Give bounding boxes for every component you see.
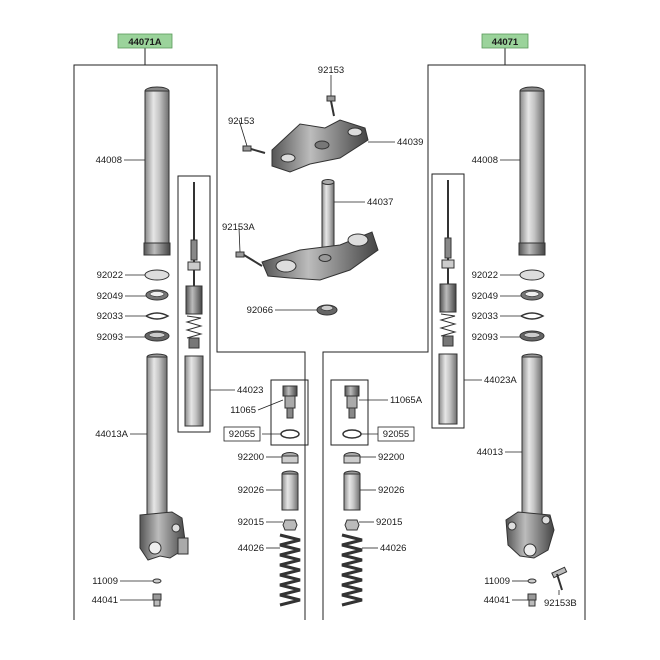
seal-92049-right [520,289,544,301]
inner-tube-left [146,353,168,518]
bolt-92153a [235,251,263,267]
left-spring-stack [279,385,301,607]
right-fork-parts [438,86,568,607]
label-92049-right: 92049 [472,291,498,302]
ring-92093-left [144,330,170,342]
clip-92033-right [520,312,545,320]
seal-92022-right [519,269,545,281]
header-right: 44071 [481,33,529,49]
leader-lines [120,75,560,601]
label-92055-right: 92055 [383,429,409,440]
label-92153a: 92153A [222,222,255,233]
washer-11009-right [527,578,537,584]
washer-11009-left [152,578,162,584]
seal-92022-left [144,269,170,281]
label-92015-right: 92015 [376,517,402,528]
bolt-92153b [551,566,568,591]
label-92093-right: 92093 [472,332,498,343]
label-92066: 92066 [247,305,273,316]
spring-44026-right [341,533,363,607]
center-steering-parts [235,95,379,316]
outer-tube-right [518,86,546,256]
label-92033-left: 92033 [97,311,123,322]
seal-92049-left [145,289,169,301]
label-92153b: 92153B [544,598,577,609]
label-92015-left: 92015 [238,517,264,528]
label-92200-left: 92200 [238,452,264,463]
left-fork-parts [139,86,204,607]
label-92200-right: 92200 [378,452,404,463]
spring-44026-left [279,533,301,607]
label-92022-right: 92022 [472,270,498,281]
label-92153-mid: 92153 [228,116,254,127]
label-44026-left: 44026 [238,543,264,554]
label-44039: 44039 [397,137,423,148]
label-11065a-right: 11065A [390,395,423,406]
label-44041-left: 44041 [92,595,118,606]
label-92033-right: 92033 [472,311,498,322]
clip-92033-left [145,312,170,320]
label-92049-left: 92049 [97,291,123,302]
label-44026-right: 44026 [380,543,406,554]
header-right-text: 44071 [492,37,519,48]
label-44023-left: 44023 [237,385,263,396]
cap-11065a-right [344,385,360,419]
seal-92066 [316,304,338,316]
bolt-92153-mid [242,145,266,154]
label-92026-left: 92026 [238,485,264,496]
lower-bracket-44037 [261,179,379,281]
right-spring-stack [341,385,363,607]
collar-92200-left [281,452,299,464]
label-92093-left: 92093 [97,332,123,343]
outer-tube-left [143,86,171,256]
label-92055-left: 92055 [229,429,255,440]
oring-92055-left [280,429,300,439]
header-left: 44071A [117,33,173,49]
cap-11065-left [282,385,298,419]
axle-bracket-left [139,511,189,561]
label-44013a-left: 44013A [95,429,128,440]
drain-44041-left [152,593,162,607]
label-11009-right: 11009 [484,576,510,587]
collar-92200-right [343,452,361,464]
bolt-92153-top [326,95,336,117]
label-44013-right: 44013 [477,447,503,458]
spacer-92026-right [343,470,361,511]
axle-bracket-right [505,511,555,559]
label-92153-top: 92153 [318,65,344,76]
label-44041-right: 44041 [484,595,510,606]
part-labels: 44008 92022 92049 92033 92093 44013A 110… [92,65,577,609]
label-11009-left: 11009 [92,576,118,587]
damper-rod-right [438,180,458,425]
label-44037: 44037 [367,197,393,208]
spacer-92026-left [281,470,299,511]
header-left-text: 44071A [128,37,161,48]
drain-44041-right [527,593,537,607]
ring-92093-right [519,330,545,342]
label-92022-left: 92022 [97,270,123,281]
label-44008-left: 44008 [96,155,122,166]
damper-rod-left [184,182,204,427]
inner-tube-right [521,353,543,518]
nut-92015-left [282,519,298,531]
label-92026-right: 92026 [378,485,404,496]
label-92055-right-box: 92055 [377,426,415,442]
frame-lines [73,45,586,620]
oring-92055-right [342,429,362,439]
nut-92015-right [344,519,360,531]
label-11065-left: 11065 [230,405,256,416]
label-44023a-right: 44023A [484,375,517,386]
upper-bracket-44039 [271,119,369,173]
label-92055-left-box: 92055 [223,426,261,442]
label-44008-right: 44008 [472,155,498,166]
